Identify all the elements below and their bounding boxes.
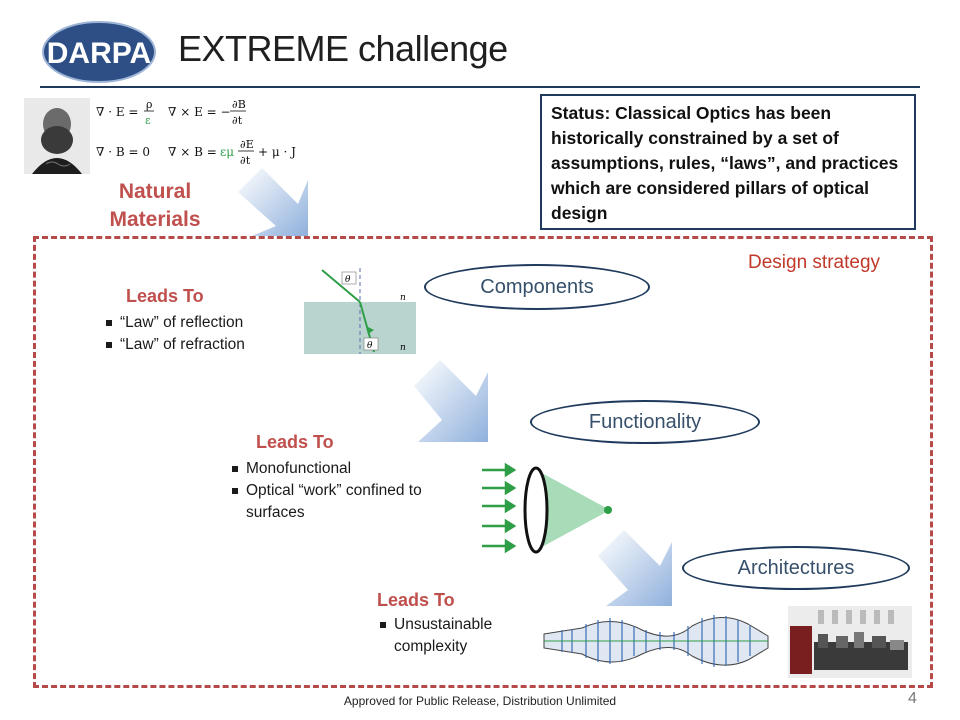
maxwell-portrait-image [24,98,90,174]
leads-to-functionality: Leads To [256,432,334,452]
architectures-oval: Architectures [682,546,910,590]
lens-focus-diagram-image [482,462,612,554]
svg-text:∂t: ∂t [240,154,251,167]
components-bullets: “Law” of reflection “Law” of refraction [104,312,245,356]
svg-text:θ: θ [367,341,373,351]
functionality-label: Functionality [588,410,702,433]
natural-materials-line2: Materials [109,208,201,231]
leads-to-components: Leads To [126,286,204,306]
svg-text:∂E: ∂E [240,138,254,151]
functionality-bullets: Monofunctional Optical “work” confined t… [230,458,430,524]
leads-to-architectures: Leads To [377,590,455,610]
components-oval: Components [424,264,650,310]
page-number: 4 [908,690,917,707]
architectures-label: Architectures [737,556,855,579]
svg-text:∇ · E =: ∇ · E = [96,105,138,119]
title-underline [40,86,920,88]
svg-text:∇ · B = 0: ∇ · B = 0 [96,145,150,159]
darpa-logo: DARPA [42,21,156,83]
bullet-item: “Law” of refraction [104,334,245,356]
svg-text:∇ × E = −: ∇ × E = − [168,105,231,119]
svg-text:∇ × B =: ∇ × B = [168,145,217,159]
functionality-oval: Functionality [530,400,760,444]
svg-text:+ μ · J: + μ · J [258,145,296,159]
svg-text:εμ: εμ [220,145,234,159]
footer-distribution-note: Approved for Public Release, Distributio… [343,694,617,708]
down-arrow-1 [238,168,308,236]
architectures-bullets: Unsustainable complexity [378,614,528,658]
complex-lens-system-image [543,615,769,667]
natural-materials-line1: Natural [118,180,192,203]
bullet-item: Optical “work” confined to surfaces [230,480,430,524]
svg-text:ρ: ρ [146,98,152,111]
design-strategy-label: Design strategy [748,252,881,273]
natural-materials-label: Natural Materials [96,178,214,234]
optical-hardware-image [788,606,912,678]
svg-text:θ: θ [345,275,351,285]
svg-text:n: n [400,293,406,303]
status-box: Status: Classical Optics has been histor… [540,94,916,230]
components-label: Components [480,275,594,298]
bullet-item: “Law” of reflection [104,312,245,334]
maxwell-equations-image: ∇ · E = ρ ε ∇ × E = − ∂B ∂t ∇ · B = 0 ∇ … [96,98,296,167]
svg-text:n: n [400,343,406,353]
svg-text:∂B: ∂B [232,98,246,111]
refraction-diagram-image: θ θ n n [304,268,416,354]
svg-text:∂t: ∂t [232,114,243,127]
slide-title: EXTREME challenge [178,28,508,69]
design-strategy-frame [33,236,933,688]
bullet-item: Monofunctional [230,458,430,480]
bullet-item: Unsustainable complexity [378,614,528,658]
logo-text: DARPA [47,37,151,70]
svg-text:ε: ε [145,114,151,127]
